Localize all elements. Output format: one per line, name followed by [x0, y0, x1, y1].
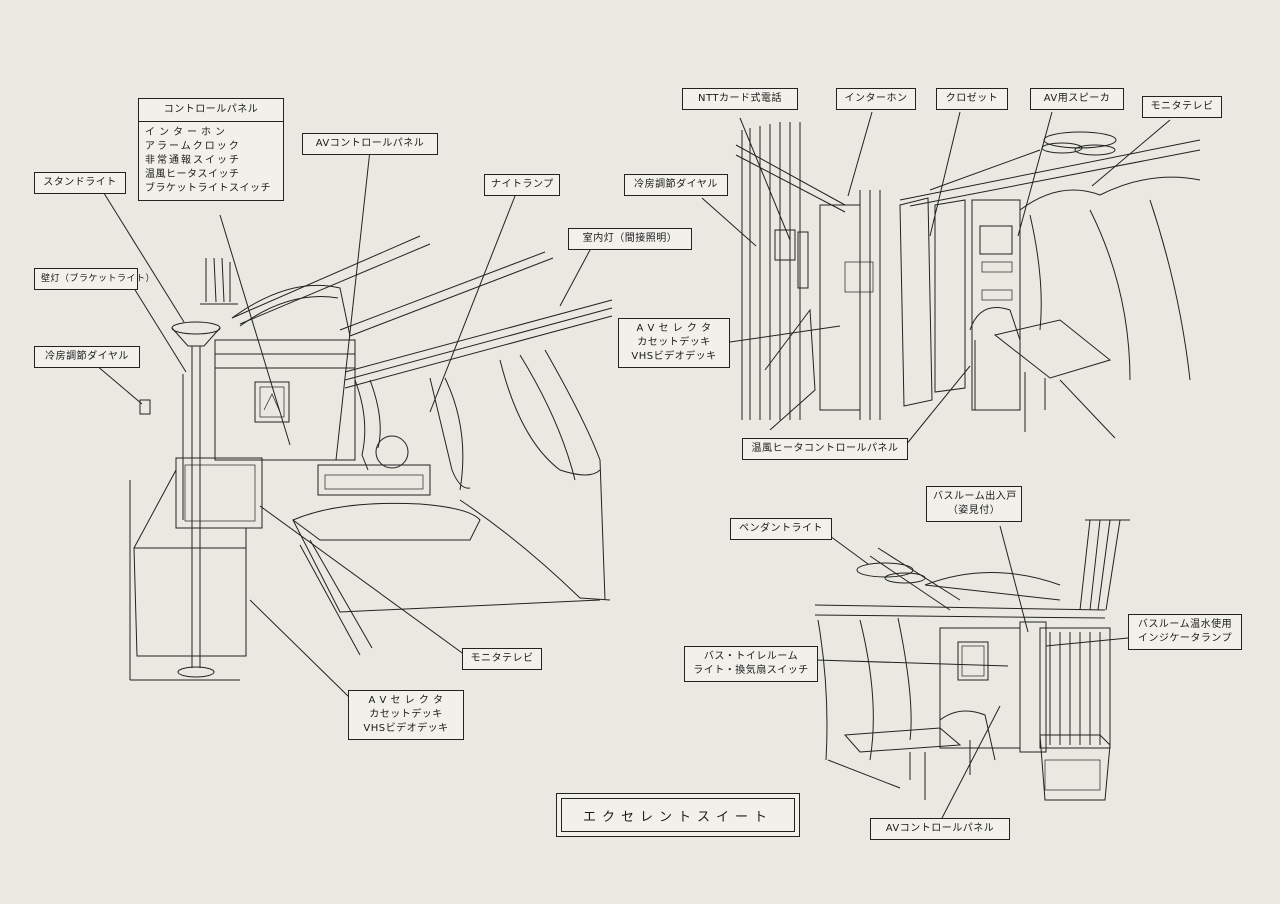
control-panel-item: アラームクロック [145, 141, 241, 152]
upper-monitor-tv-label: モニタテレビ [1142, 96, 1222, 118]
bathroom-door-line: （姿見付） [947, 505, 1001, 516]
cooling-dial-label: 冷房調節ダイヤル [34, 346, 140, 368]
bathroom-door-line: バスルーム出入戸 [933, 491, 1017, 502]
monitor-tv-label: モニタテレビ [462, 648, 542, 670]
hot-water-lamp-line: インジケータランプ [1137, 633, 1233, 644]
room-light-label: 室内灯（間接照明） [568, 228, 692, 250]
av-equipment-line: A V セ レ ク タ [636, 323, 712, 334]
ntt-phone-label: NTTカード式電話 [682, 88, 798, 110]
control-panel-item: インターホン [145, 127, 229, 138]
bath-toilet-switch-line: ライト・換気扇スイッチ [693, 665, 809, 676]
title-inner-frame [561, 798, 795, 832]
hot-water-lamp-label: バスルーム温水使用 インジケータランプ [1128, 614, 1242, 650]
av-equipment-line: カセットデッキ [369, 709, 443, 720]
closet-label: クロゼット [936, 88, 1008, 110]
control-panel-item: 非常通報スイッチ [145, 155, 241, 166]
main-room-drawing [129, 235, 613, 681]
control-panel-label: コントロールパネル インターホン アラームクロック 非常通報スイッチ 温風ヒータ… [138, 98, 284, 201]
bathroom-view-drawing [814, 519, 1130, 801]
av-equipment-label: A V セ レ ク タ カセットデッキ VHSビデオデッキ [348, 690, 464, 740]
stand-light-label: スタンドライト [34, 172, 126, 194]
upper-cooling-dial-label: 冷房調節ダイヤル [624, 174, 728, 196]
night-lamp-label: ナイトランプ [484, 174, 560, 196]
av-equipment-line: VHSビデオデッキ [363, 723, 449, 734]
intercom-label: インターホン [836, 88, 916, 110]
upper-av-equipment-label: A V セ レ ク タ カセットデッキ VHSビデオデッキ [618, 318, 730, 368]
diagram-title-box: エクセレントスイート [556, 793, 800, 837]
diagram-title: エクセレントスイート [582, 809, 773, 825]
av-speaker-label: AV用スピーカ [1030, 88, 1124, 110]
bathroom-door-label: バスルーム出入戸 （姿見付） [926, 486, 1022, 522]
bath-toilet-switch-line: バス・トイレルーム [703, 651, 799, 662]
bath-toilet-switch-label: バス・トイレルーム ライト・換気扇スイッチ [684, 646, 818, 682]
wall-light-label: 壁灯（ブラケットライト） [34, 268, 155, 290]
av-equipment-line: A V セ レ ク タ [368, 695, 444, 706]
corridor-view-drawing [735, 122, 1201, 439]
leader-lines [95, 111, 1171, 819]
control-panel-item: 温風ヒータスイッチ [145, 169, 240, 180]
pendant-light-label: ペンダントライト [730, 518, 832, 540]
lower-av-control-panel-label: AVコントロールパネル [870, 818, 1010, 840]
av-equipment-line: VHSビデオデッキ [631, 351, 717, 362]
hot-water-lamp-line: バスルーム温水使用 [1137, 619, 1233, 630]
control-panel-header: コントロールパネル [139, 99, 283, 122]
av-control-panel-label: AVコントロールパネル [302, 133, 438, 155]
control-panel-item: ブラケットライトスイッチ [145, 183, 271, 194]
av-equipment-line: カセットデッキ [637, 337, 711, 348]
heater-panel-label: 温風ヒータコントロールパネル [742, 438, 908, 460]
